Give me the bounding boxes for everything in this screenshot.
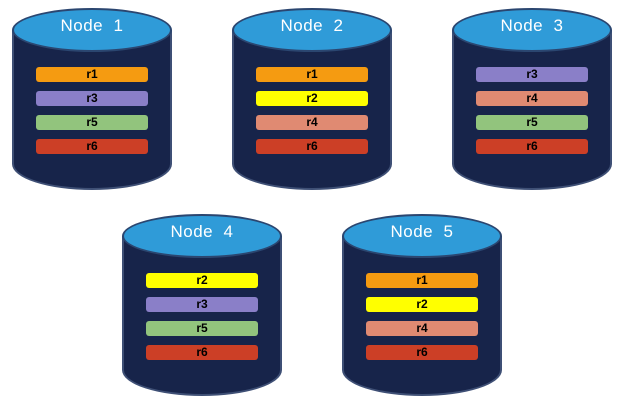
replica-bar-r5[interactable]: r5 (476, 115, 588, 130)
node-title: Node 4 (170, 222, 234, 241)
replica-list: r1 r2 r4 r6 (366, 273, 478, 360)
replica-list: r1 r3 r5 r6 (36, 67, 148, 154)
database-node-2[interactable]: Node 2 r1 r2 r4 r6 (232, 8, 392, 190)
replica-bar-r6[interactable]: r6 (146, 345, 258, 360)
replica-bar-r3[interactable]: r3 (146, 297, 258, 312)
database-node-5[interactable]: Node 5 r1 r2 r4 r6 (342, 214, 502, 396)
replica-list: r2 r3 r5 r6 (146, 273, 258, 360)
replica-bar-r3[interactable]: r3 (476, 67, 588, 82)
replica-list: r1 r2 r4 r6 (256, 67, 368, 154)
replica-bar-r4[interactable]: r4 (366, 321, 478, 336)
node-cylinder-top (122, 214, 282, 258)
replica-bar-r2[interactable]: r2 (366, 297, 478, 312)
replica-bar-r6[interactable]: r6 (36, 139, 148, 154)
replica-bar-r4[interactable]: r4 (476, 91, 588, 106)
database-node-3[interactable]: Node 3 r3 r4 r5 r6 (452, 8, 612, 190)
database-node-1[interactable]: Node 1 r1 r3 r5 r6 (12, 8, 172, 190)
node-cylinder-top (452, 8, 612, 52)
replica-list: r3 r4 r5 r6 (476, 67, 588, 154)
replica-bar-r2[interactable]: r2 (146, 273, 258, 288)
database-node-4[interactable]: Node 4 r2 r3 r5 r6 (122, 214, 282, 396)
replica-bar-r5[interactable]: r5 (36, 115, 148, 130)
replica-bar-r6[interactable]: r6 (366, 345, 478, 360)
replica-bar-r3[interactable]: r3 (36, 91, 148, 106)
replica-bar-r1[interactable]: r1 (366, 273, 478, 288)
node-title: Node 5 (390, 222, 454, 241)
replica-bar-r2[interactable]: r2 (256, 91, 368, 106)
replica-bar-r4[interactable]: r4 (256, 115, 368, 130)
node-cylinder-top (232, 8, 392, 52)
node-cylinder-top (342, 214, 502, 258)
node-title: Node 2 (280, 16, 344, 35)
replica-bar-r1[interactable]: r1 (36, 67, 148, 82)
node-title: Node 3 (500, 16, 564, 35)
replica-bar-r6[interactable]: r6 (256, 139, 368, 154)
replica-bar-r5[interactable]: r5 (146, 321, 258, 336)
replica-bar-r6[interactable]: r6 (476, 139, 588, 154)
node-cylinder-top (12, 8, 172, 52)
node-title: Node 1 (60, 16, 124, 35)
replica-bar-r1[interactable]: r1 (256, 67, 368, 82)
